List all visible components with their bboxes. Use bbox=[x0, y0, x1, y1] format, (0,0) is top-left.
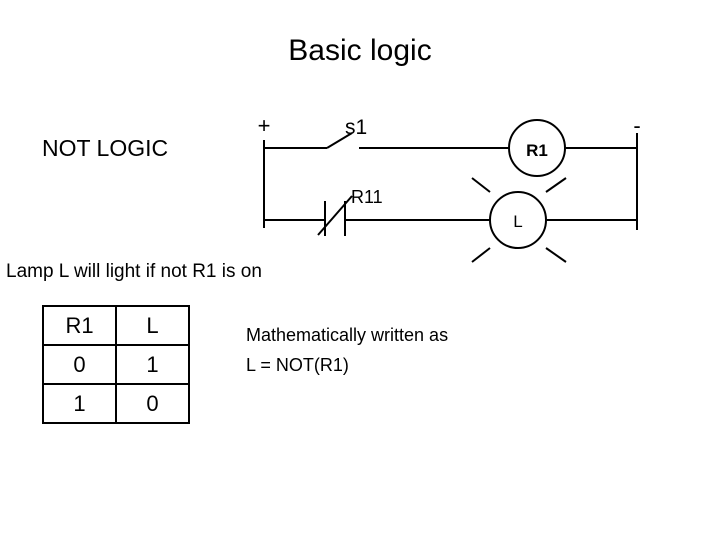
table-header-r1: R1 bbox=[42, 305, 117, 346]
lamp-ray-top-left bbox=[471, 177, 491, 193]
contact-r11-label: R11 bbox=[351, 187, 383, 207]
relay-coil-r1-label: R1 bbox=[526, 141, 548, 160]
table-row: 1 0 bbox=[42, 383, 190, 424]
section-label-not-logic: NOT LOGIC bbox=[42, 135, 169, 161]
lamp-ray-bottom-left bbox=[471, 247, 491, 263]
lamp-l-label: L bbox=[513, 212, 522, 231]
math-block: Mathematically written as L = NOT(R1) bbox=[246, 320, 448, 380]
math-expression-text: L = NOT(R1) bbox=[246, 355, 349, 375]
table-cell-l: 1 bbox=[115, 344, 190, 385]
table-cell-r1: 1 bbox=[42, 383, 117, 424]
lamp-ray-top-right bbox=[545, 177, 567, 193]
table-header-l: L bbox=[115, 305, 190, 346]
circuit-diagram: + - s1 R11 R1 L bbox=[258, 113, 641, 263]
math-intro-text: Mathematically written as bbox=[246, 325, 449, 345]
switch-s1-blade bbox=[326, 132, 353, 149]
relay-coil-r1-symbol bbox=[508, 119, 566, 177]
table-header-row: R1 L bbox=[42, 305, 190, 346]
lamp-l-symbol bbox=[489, 191, 547, 249]
contact-r11-slash bbox=[317, 195, 353, 236]
positive-terminal-label: + bbox=[258, 113, 271, 138]
lamp-ray-bottom-right bbox=[545, 247, 567, 263]
negative-terminal-label: - bbox=[633, 113, 640, 138]
table-cell-r1: 0 bbox=[42, 344, 117, 385]
switch-s1-label: s1 bbox=[345, 116, 367, 139]
page-title: Basic logic bbox=[288, 34, 432, 67]
caption-text: Lamp L will light if not R1 is on bbox=[6, 261, 262, 282]
table-cell-l: 0 bbox=[115, 383, 190, 424]
table-row: 0 1 bbox=[42, 344, 190, 385]
truth-table: R1 L 0 1 1 0 bbox=[42, 305, 190, 424]
